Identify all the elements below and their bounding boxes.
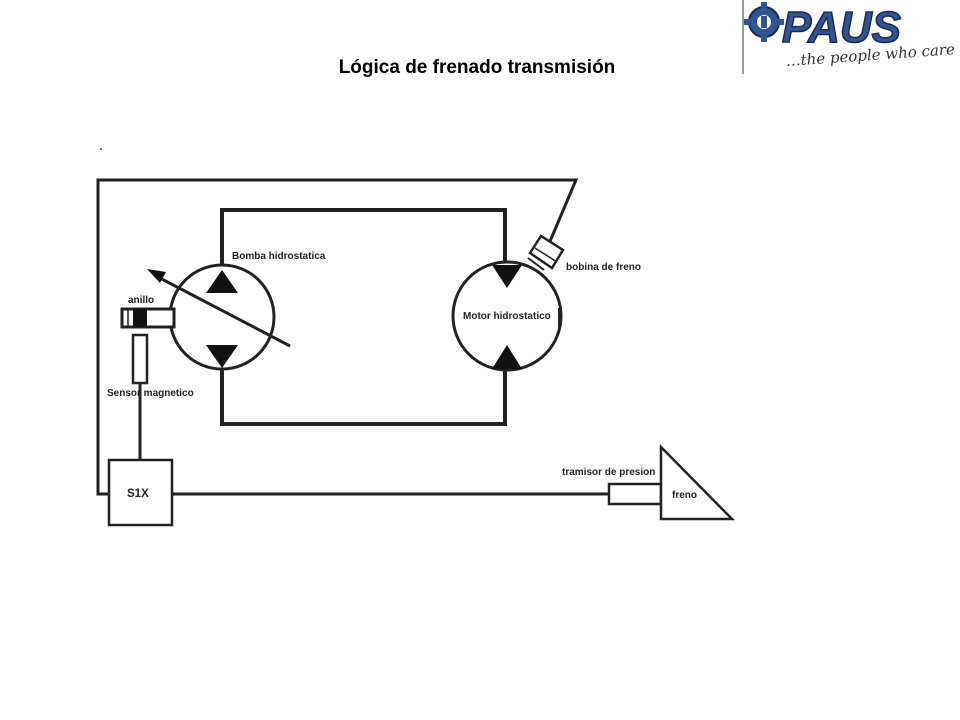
gear-icon xyxy=(744,2,784,42)
brake-unit xyxy=(659,443,735,521)
pump-label: Bomba hidrostatica xyxy=(232,251,326,262)
motor-arrow-down-icon xyxy=(492,265,522,288)
brake-coil xyxy=(527,234,565,271)
coil-signal-line xyxy=(96,178,579,496)
ring-label: anillo xyxy=(128,295,154,306)
hydraulic-circuit xyxy=(220,208,507,426)
motor-label: Motor hidrostatico xyxy=(463,311,551,322)
s1x-controller xyxy=(107,458,174,527)
logo-brand-text: PAUS xyxy=(782,3,901,52)
pump-variable-arrow xyxy=(155,274,291,348)
ring-assembly xyxy=(120,307,176,329)
variable-arrowhead-icon xyxy=(147,269,166,283)
sensor-label: Sensor magnetico xyxy=(107,388,194,399)
hydrostatic-motor xyxy=(451,260,563,372)
brake-label: freno xyxy=(672,490,697,501)
pump-arrow-down-icon xyxy=(206,345,238,368)
pressure-transmitter-label: tramisor de presion xyxy=(562,467,655,478)
pump-arrow-up-icon xyxy=(206,270,238,293)
company-logo: PAUS …the people who care xyxy=(742,0,956,74)
controller-label: S1X xyxy=(127,488,149,500)
pressure-transmitter xyxy=(607,482,663,506)
brake-coil-label: bobina de freno xyxy=(566,262,641,273)
page-title: Lógica de frenado transmisión xyxy=(338,57,616,78)
magnetic-sensor xyxy=(131,333,149,385)
motor-arrow-up-icon xyxy=(492,345,522,369)
